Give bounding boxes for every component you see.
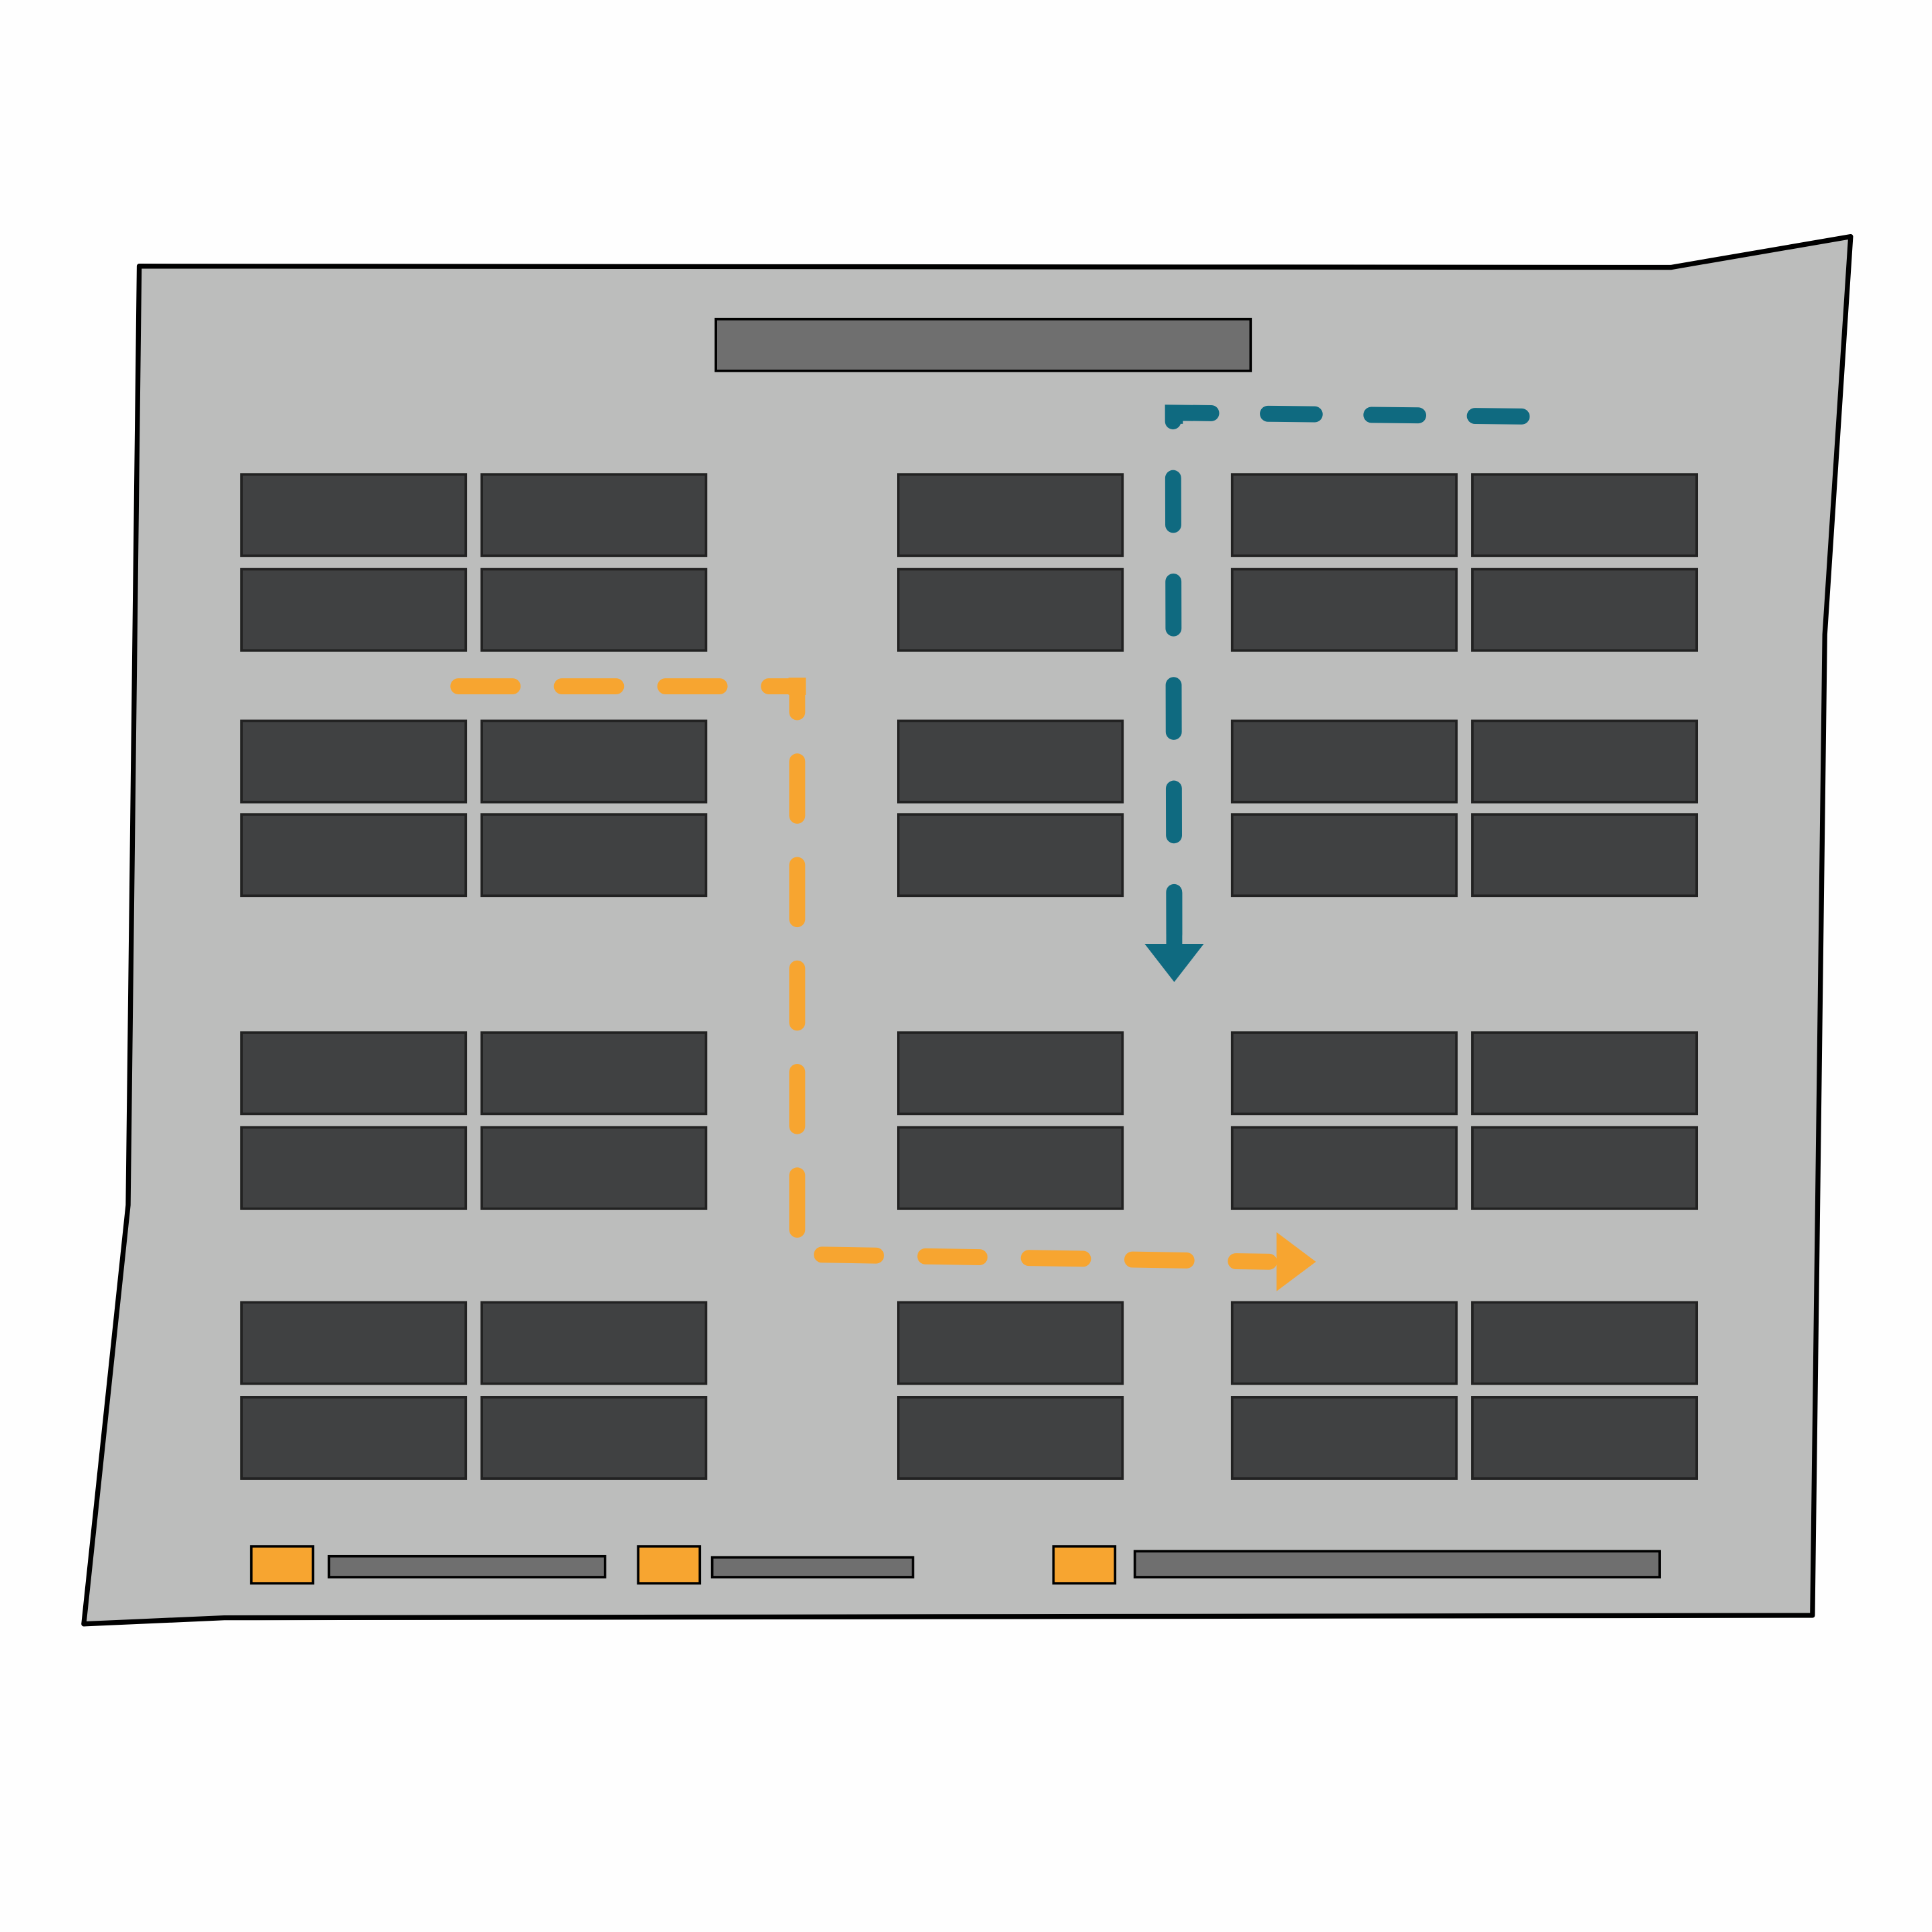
block: [1471, 813, 1699, 898]
teal-route: [1144, 405, 1530, 982]
block: [480, 1301, 708, 1385]
block: [897, 473, 1124, 557]
block: [480, 1031, 708, 1116]
block: [240, 719, 468, 804]
title-bar: [714, 317, 1252, 372]
legend-bar: [1133, 1550, 1661, 1578]
block: [1230, 473, 1458, 557]
block: [480, 813, 708, 898]
block: [1471, 1301, 1699, 1385]
block: [897, 1031, 1124, 1116]
block: [1230, 719, 1458, 804]
block: [1471, 1396, 1699, 1480]
block: [1230, 1301, 1458, 1385]
block: [240, 1301, 468, 1385]
block: [1230, 568, 1458, 652]
block: [897, 1301, 1124, 1385]
block: [1471, 1126, 1699, 1210]
block: [480, 1126, 708, 1210]
block: [1471, 473, 1699, 557]
legend-swatch: [1052, 1545, 1117, 1585]
block: [240, 473, 468, 557]
block: [480, 473, 708, 557]
block: [1471, 568, 1699, 652]
block: [897, 1396, 1124, 1480]
block: [240, 1031, 468, 1116]
block: [480, 719, 708, 804]
orange-route: [450, 678, 1316, 1291]
block: [1230, 1126, 1458, 1210]
block: [1471, 719, 1699, 804]
arrow-right-icon: [1276, 1232, 1316, 1291]
legend-swatch: [637, 1545, 702, 1585]
legend-bar: [710, 1556, 914, 1578]
block: [480, 568, 708, 652]
legend-bar: [327, 1554, 606, 1578]
block: [240, 1126, 468, 1210]
legend: [250, 1545, 1661, 1585]
block: [1230, 1396, 1458, 1480]
block: [897, 568, 1124, 652]
block: [1230, 1031, 1458, 1116]
block: [480, 1396, 708, 1480]
arrow-down-icon: [1144, 943, 1204, 982]
block: [1471, 1031, 1699, 1116]
block: [1230, 813, 1458, 898]
block: [240, 813, 468, 898]
block: [897, 719, 1124, 804]
block: [897, 813, 1124, 898]
block: [897, 1126, 1124, 1210]
block: [240, 1396, 468, 1480]
legend-swatch: [250, 1545, 315, 1585]
block: [240, 568, 468, 652]
block-grid: [240, 473, 1699, 1480]
